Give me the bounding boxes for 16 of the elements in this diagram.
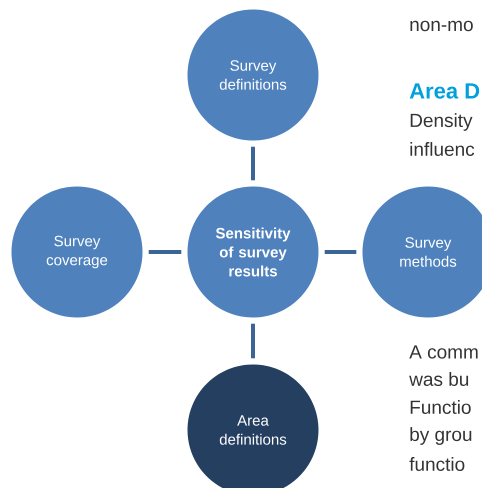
circle-node: Survey definitions — [188, 10, 318, 140]
body-text: A comm — [409, 345, 478, 359]
body-text: influenc — [410, 142, 474, 156]
circle-node: Survey coverage — [12, 186, 142, 318]
body-text: non-mo — [410, 20, 473, 32]
body-text: functio — [409, 457, 464, 471]
body-text: Functio — [410, 400, 471, 414]
body-text: by grou — [410, 427, 472, 445]
connector-line — [324, 250, 356, 254]
body-text: Density — [410, 113, 472, 131]
connector-line — [251, 146, 255, 180]
connector-line — [251, 324, 255, 358]
circle-node: Sensitivity of survey results — [188, 186, 318, 318]
heading: Area D — [410, 83, 480, 99]
body-text: was bu — [409, 372, 468, 386]
connector-line — [148, 250, 182, 254]
